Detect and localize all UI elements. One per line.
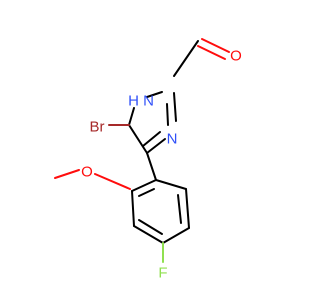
bond-c-o-double-2 bbox=[197, 45, 226, 60]
atom-label-fluorine: F bbox=[158, 265, 167, 282]
bond-phenyl-4 bbox=[133, 225, 164, 244]
atom-label-methoxy-oxygen: O bbox=[81, 164, 93, 181]
atom-label-nitrogen: N bbox=[167, 131, 178, 148]
atom-label-aldehyde-oxygen: O bbox=[230, 48, 242, 65]
atom-label-nh: H N bbox=[128, 93, 154, 110]
bond-c-o-double-1 bbox=[201, 38, 230, 53]
bond-nh-c5 bbox=[128, 107, 135, 126]
bond-phenyl-6 bbox=[131, 179, 157, 192]
bond-phenyl-2-inner bbox=[177, 194, 182, 224]
bond-phenyl-2 bbox=[185, 188, 190, 229]
bond-c2-n-inner bbox=[173, 92, 177, 122]
bond-c-ome bbox=[94, 173, 131, 190]
bond-phenyl-4-inner bbox=[138, 219, 163, 235]
bond-phenyl-1 bbox=[155, 179, 187, 190]
bond-c2-n bbox=[166, 103, 169, 126]
bond-phenyl-3 bbox=[162, 227, 190, 244]
molecule-diagram: O H N N Br O F bbox=[54, 38, 242, 282]
structure-canvas: O H N N Br O F bbox=[54, 38, 242, 282]
bond-phenyl-6-inner bbox=[138, 188, 155, 197]
bond-c2-nh bbox=[146, 91, 163, 98]
bond-c4-n-2 bbox=[142, 131, 161, 147]
bond-c5-c4 bbox=[128, 124, 148, 154]
bond-o-ch3 bbox=[54, 169, 80, 179]
bond-c-cho bbox=[173, 40, 199, 77]
atom-label-bromine: Br bbox=[90, 119, 105, 136]
bond-c4-n-1 bbox=[146, 138, 166, 154]
bond-phenyl-5 bbox=[131, 190, 135, 227]
bond-imidazole-phenyl bbox=[146, 152, 157, 181]
